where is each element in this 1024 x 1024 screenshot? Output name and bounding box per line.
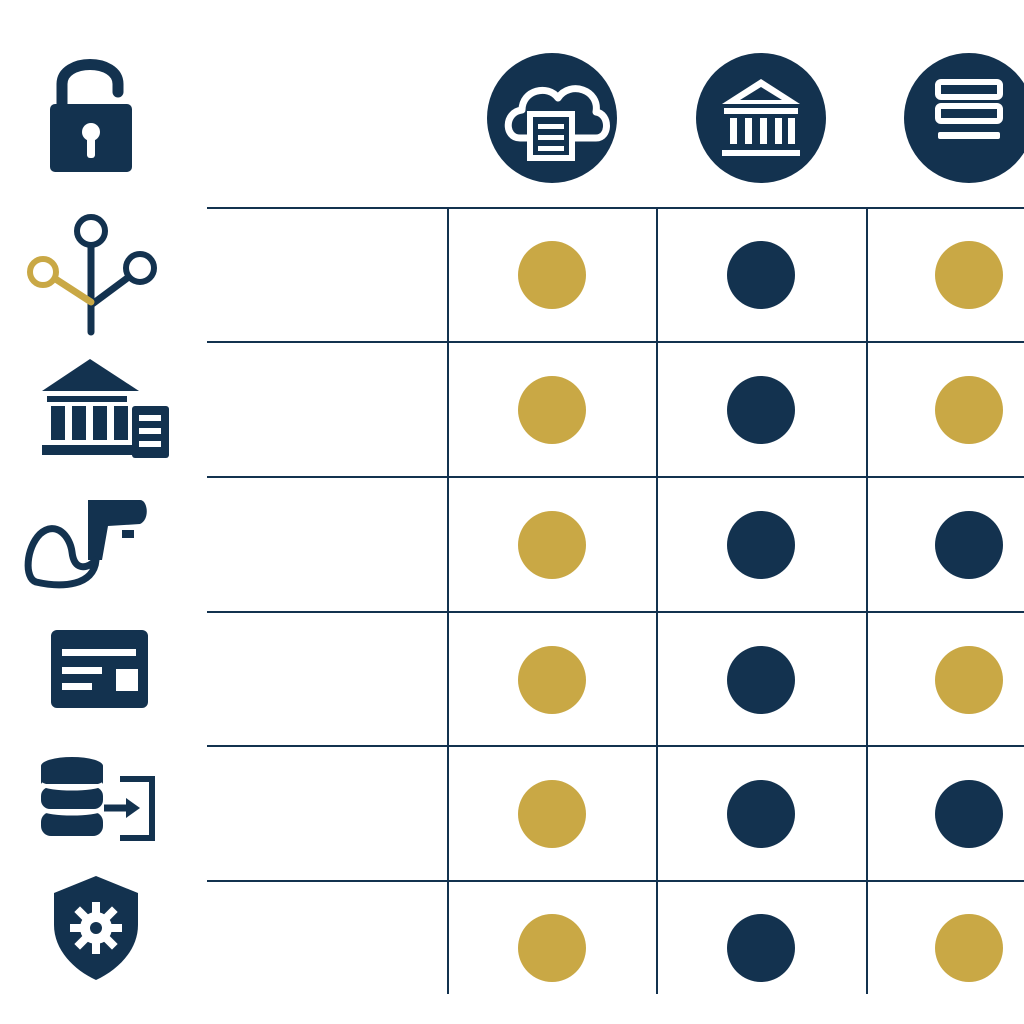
marker-layer: [518, 241, 1003, 982]
marker-gold-r1-c3: [935, 241, 1003, 309]
branching-network-icon: [27, 214, 157, 336]
marker-navy-r3-c3: [935, 511, 1003, 579]
marker-gold-r6-c1: [518, 914, 586, 982]
marker-navy-r6-c2: [727, 914, 795, 982]
marker-navy-r3-c2: [727, 511, 795, 579]
unlocked-padlock-icon: [50, 59, 132, 172]
bank-building-with-server-icon: [42, 359, 169, 458]
marker-navy-r4-c2: [727, 646, 795, 714]
marker-navy-r5-c2: [727, 780, 795, 848]
marker-gold-r4-c3: [935, 646, 1003, 714]
marker-gold-r5-c1: [518, 780, 586, 848]
marker-gold-r6-c3: [935, 914, 1003, 982]
marker-navy-r5-c3: [935, 780, 1003, 848]
cloud-server-icon: [487, 53, 617, 183]
barcode-scanner-icon: [24, 500, 147, 589]
payment-card-icon: [51, 630, 148, 708]
marker-gold-r2-c1: [518, 376, 586, 444]
database-export-icon: [39, 757, 155, 841]
marker-gold-r2-c3: [935, 376, 1003, 444]
shield-gear-icon: [54, 876, 138, 980]
grid: [207, 207, 1024, 994]
marker-gold-r4-c1: [518, 646, 586, 714]
marker-gold-r1-c1: [518, 241, 586, 309]
marker-navy-r2-c2: [727, 376, 795, 444]
marker-gold-r3-c1: [518, 511, 586, 579]
bank-icon: [696, 53, 826, 183]
marker-navy-r1-c2: [727, 241, 795, 309]
server-rack-icon: [904, 53, 1024, 183]
